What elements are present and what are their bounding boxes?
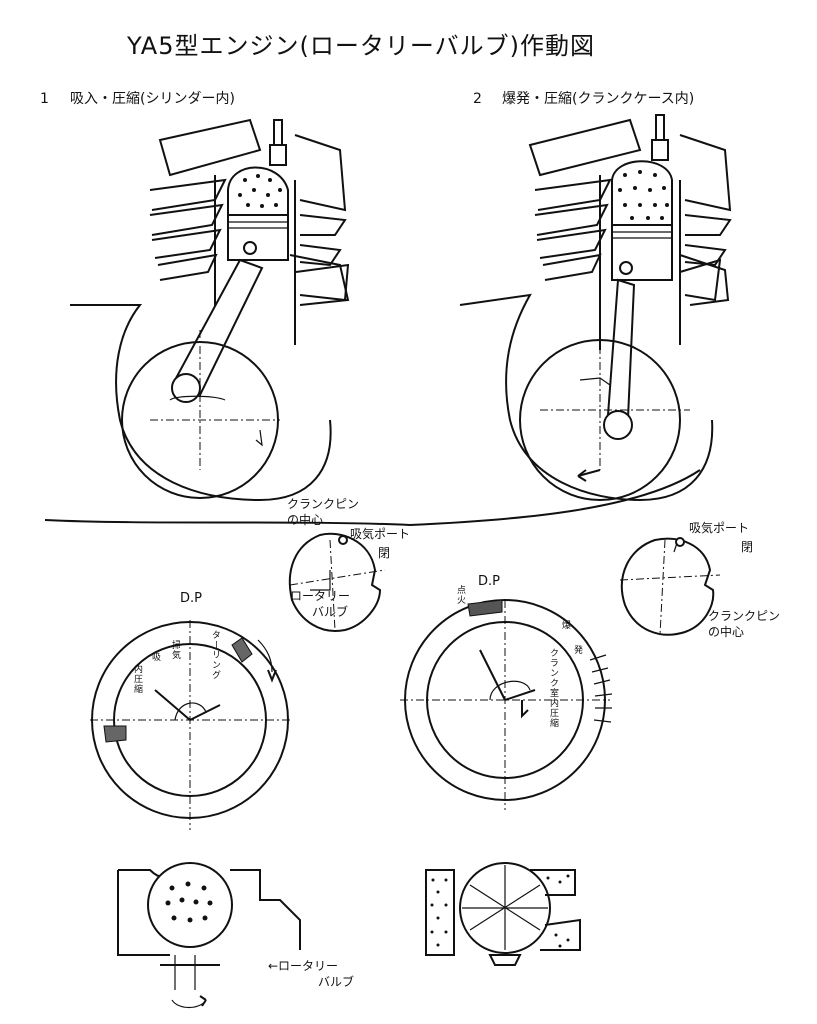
figure2-caption: 爆発・圧縮(クランクケース内) <box>502 91 695 107</box>
intake-port-label-1: 吸気ポート <box>350 527 411 541</box>
timing-label-1-d: ターリング <box>210 630 220 680</box>
explosion-label-a: 爆 <box>560 620 570 630</box>
rotary-valve-disc-1 <box>288 532 386 632</box>
crankpin-center-label-1a: クランクピン <box>287 497 360 511</box>
closed-label-2: 閉 <box>741 540 754 554</box>
dp-label-2: D.P <box>478 574 500 589</box>
bottom-rotary-valve-label-a: ←ロータリー <box>268 959 339 973</box>
crankcase-compression-label: クランク室内圧縮 <box>548 648 558 728</box>
engine-1 <box>44 118 411 526</box>
timing-label-1-a: 掃気 <box>170 640 180 660</box>
crankpin-center-label-1b: の中心 <box>287 513 324 527</box>
timing-label-1-b: 吸 <box>150 652 160 662</box>
engine-2 <box>409 114 732 526</box>
bottom-rotary-valve-label-b: バルブ <box>318 975 355 989</box>
spark-plug-icon <box>269 119 287 166</box>
cross-section-1 <box>117 862 301 1009</box>
timing-label-1-c: 内圧縮 <box>132 664 142 694</box>
figure1-number: 1 <box>40 91 49 107</box>
figure1-caption: 吸入・圧縮(シリンダー内) <box>70 91 235 107</box>
crankpin-center-label-2b: の中心 <box>708 625 745 639</box>
figure2-number: 2 <box>473 91 482 107</box>
crankpin-center-label-2a: クランクピン <box>708 609 781 623</box>
timing-diagram-2 <box>400 599 613 810</box>
rotary-valve-label-1b: バルブ <box>312 605 349 619</box>
page-title: YA5型エンジン(ロータリーバルブ)作動図 <box>127 32 595 60</box>
rotary-valve-disc-2 <box>619 537 721 636</box>
dp-label-1: D.P <box>180 591 202 606</box>
rotary-valve-label-1a: ロータリー <box>290 589 351 603</box>
explosion-label-b: 発 <box>572 645 582 655</box>
timing-diagram-1 <box>90 620 290 830</box>
intake-port-label-2: 吸気ポート <box>689 521 750 535</box>
spark-plug-icon <box>651 114 669 161</box>
cross-section-2 <box>425 862 581 966</box>
closed-label-1: 閉 <box>378 546 391 560</box>
ignition-label: 点火 <box>455 585 465 605</box>
